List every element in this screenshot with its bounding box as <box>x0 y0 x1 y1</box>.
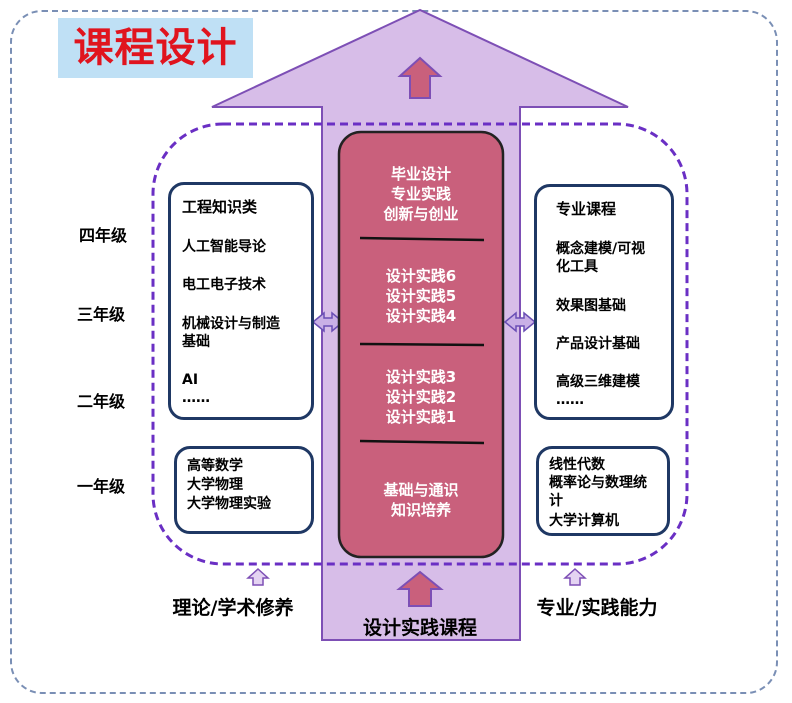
grade-one-label: 一年级 <box>76 477 125 496</box>
bottom-label-right: 专业/实践能力 <box>536 597 658 619</box>
center-item: 专业实践 <box>390 185 451 203</box>
left-top-item: 基础 <box>182 334 210 350</box>
top-small-arrow-icon <box>397 56 443 99</box>
bottom-center-arrow-icon <box>396 570 444 607</box>
left-bottom-item: 大学物理实验 <box>187 496 271 512</box>
center-divider-1 <box>359 236 485 242</box>
bottom-right-arrow-icon <box>563 567 587 586</box>
left-bottom-item: 高等数学 <box>187 458 243 474</box>
left-bottom-box <box>174 446 314 534</box>
center-item: 设计实践2 <box>385 388 457 406</box>
bottom-label-left: 理论/学术修养 <box>172 597 294 619</box>
center-group-2: 设计实践6 设计实践5 设计实践4 <box>337 266 505 326</box>
center-item: 毕业设计 <box>390 165 451 183</box>
center-item: 设计实践5 <box>385 287 457 305</box>
left-top-item: …… <box>182 390 210 406</box>
left-top-item: AI <box>182 372 199 388</box>
center-item: 设计实践4 <box>385 307 457 325</box>
right-top-item: …… <box>556 392 584 408</box>
center-group-3: 设计实践3 设计实践2 设计实践1 <box>337 367 505 427</box>
bottom-left-arrow-icon <box>246 567 270 586</box>
center-item: 创新与创业 <box>383 205 459 223</box>
center-item: 设计实践6 <box>385 267 457 285</box>
right-bottom-item: 概率论与数理统 <box>549 475 647 491</box>
right-top-item: 效果图基础 <box>556 298 626 314</box>
center-item: 设计实践1 <box>385 408 457 426</box>
right-top-item: 化工具 <box>556 259 598 275</box>
right-top-box <box>534 184 674 420</box>
grade-three-label: 三年级 <box>76 305 125 324</box>
right-top-heading: 专业课程 <box>556 200 617 218</box>
center-group-4: 基础与通识 知识培养 <box>337 480 505 520</box>
center-group-1: 毕业设计 专业实践 创新与创业 <box>337 164 505 224</box>
bottom-label-center: 设计实践课程 <box>362 617 477 639</box>
left-top-box <box>168 182 314 420</box>
center-item: 设计实践3 <box>385 368 457 386</box>
grade-four-label: 四年级 <box>78 226 127 245</box>
left-top-item: 电工电子技术 <box>182 277 266 293</box>
right-bottom-item: 大学计算机 <box>549 513 619 529</box>
right-bottom-item: 计 <box>549 493 563 509</box>
center-item: 知识培养 <box>390 501 451 519</box>
grade-two-label: 二年级 <box>76 392 125 411</box>
page-frame <box>10 10 778 694</box>
left-top-item: 机械设计与制造 <box>182 316 280 332</box>
left-top-item: 人工智能导论 <box>182 239 266 255</box>
left-bottom-item: 大学物理 <box>187 477 243 493</box>
center-divider-2 <box>359 342 485 347</box>
title-background <box>58 18 253 78</box>
right-top-item: 概念建模/可视 <box>556 241 646 257</box>
right-bottom-box <box>536 446 670 536</box>
left-top-heading: 工程知识类 <box>182 198 258 216</box>
page-title: 课程设计 <box>73 25 238 71</box>
right-top-item: 高级三维建模 <box>556 374 640 390</box>
center-item: 基础与通识 <box>383 481 459 499</box>
center-divider-3 <box>359 439 485 445</box>
right-top-item: 产品设计基础 <box>556 336 640 352</box>
right-bottom-item: 线性代数 <box>549 457 605 473</box>
dashed-oval <box>151 122 689 566</box>
